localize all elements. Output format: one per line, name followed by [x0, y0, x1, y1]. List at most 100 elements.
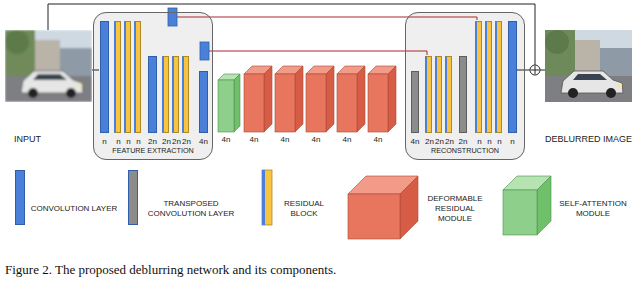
- channel-label: 4n: [281, 135, 290, 144]
- legend-label: RESIDUAL BLOCK: [276, 186, 332, 232]
- channel-label: n: [102, 137, 106, 146]
- channel-label: 2n: [162, 137, 171, 146]
- skip-line: [209, 51, 427, 55]
- residual-sample: [262, 170, 272, 225]
- residual-block: n: [475, 21, 482, 133]
- cube-front: [337, 74, 357, 132]
- deformable-residual-module: 4n: [306, 66, 334, 132]
- group-label: RECONSTRUCTION: [406, 146, 524, 156]
- figure-caption: Figure 2. The proposed deblurring networ…: [5, 262, 336, 278]
- plus-sign: [531, 66, 539, 74]
- residual-block: n: [124, 21, 131, 133]
- image-label: INPUT: [14, 134, 41, 145]
- cube-shape: [275, 66, 303, 132]
- legend-label: TRANSPOSED CONVOLUTION LAYER: [142, 186, 240, 232]
- residual-block: n: [495, 21, 502, 133]
- cube-shape: [218, 74, 240, 132]
- channel-label: 4n: [222, 135, 231, 144]
- channel-label: 4n: [411, 137, 420, 146]
- legend-label: SELF-ATTENTION MODULE: [557, 186, 629, 232]
- channel-label: 4n: [312, 135, 321, 144]
- residual-block: n: [485, 21, 492, 133]
- residual-block: 2n: [172, 56, 179, 133]
- cube-side: [400, 176, 418, 239]
- channel-label: 4n: [250, 135, 259, 144]
- channel-label: 2n: [148, 137, 157, 146]
- channel-label: n: [510, 137, 514, 146]
- legend-label: DEFORMABLE RESIDUAL MODULE: [421, 186, 489, 232]
- channel-label: 4n: [374, 135, 383, 144]
- cube-shape: [244, 66, 272, 132]
- cube-front: [306, 74, 326, 132]
- channel-label: 2n: [172, 137, 181, 146]
- convolution-layer: 2n: [148, 56, 157, 133]
- residual-block: 2n: [425, 56, 432, 133]
- convolution-layer: n: [508, 21, 517, 133]
- group-fill: [93, 12, 213, 160]
- skip-conv-block: [168, 8, 177, 26]
- cube-side: [295, 66, 303, 132]
- legend-swatch: [15, 170, 25, 225]
- residual-block: n: [114, 21, 121, 133]
- cube-side: [264, 66, 272, 132]
- legend-label: CONVOLUTION LAYER: [28, 186, 120, 232]
- transposed-convolution-layer: 2n: [459, 56, 467, 133]
- stage-group: RECONSTRUCTION4n2n2n2n2nnnnn: [405, 12, 525, 160]
- cube-front: [218, 80, 234, 132]
- channel-label: n: [126, 137, 130, 146]
- channel-label: 2n: [425, 137, 434, 146]
- cube-front: [368, 74, 388, 132]
- channel-label: n: [116, 137, 120, 146]
- channel-label: 2n: [459, 137, 468, 146]
- deformable-residual-module: 4n: [244, 66, 272, 132]
- output-line: [516, 70, 530, 71]
- cube-shape: [337, 66, 365, 132]
- deformable-residual-module: 4n: [337, 66, 365, 132]
- cube-side: [388, 66, 396, 132]
- cube-shape: [368, 66, 396, 132]
- sharp-scene: [545, 30, 632, 102]
- input-image: [5, 30, 92, 102]
- cube-side: [357, 66, 365, 132]
- cube-front: [348, 194, 400, 239]
- residual-block: 2n: [162, 56, 169, 133]
- legend-swatch: [128, 170, 138, 225]
- channel-label: 2n: [182, 137, 191, 146]
- channel-label: n: [497, 137, 501, 146]
- channel-label: 2n: [445, 137, 454, 146]
- cube-shape: [306, 66, 334, 132]
- skip-line: [177, 17, 477, 20]
- channel-label: 4n: [343, 135, 352, 144]
- convolution-layer: 4n: [199, 71, 208, 133]
- channel-label: 2n: [435, 137, 444, 146]
- transposed-convolution-layer: 4n: [411, 71, 419, 133]
- residual-block: 2n: [435, 56, 442, 133]
- output-line: [540, 70, 545, 71]
- residual-sample-edge: [262, 170, 265, 225]
- image-label: DEBLURRED IMAGE: [545, 134, 632, 145]
- self-attention-module: 4n: [218, 74, 240, 132]
- channel-label: n: [136, 137, 140, 146]
- cube-side: [326, 66, 334, 132]
- residual-block: n: [134, 21, 141, 133]
- channel-label: n: [487, 137, 491, 146]
- output-image: [545, 30, 632, 102]
- cube-front: [244, 74, 264, 132]
- stage-group: FEATURE EXTRACTIONnnnn2n2n2n2n4n: [93, 12, 213, 160]
- convolution-layer: n: [100, 21, 109, 133]
- group-label: FEATURE EXTRACTION: [94, 146, 212, 156]
- residual-block: 2n: [182, 56, 189, 133]
- cube-front: [503, 190, 537, 235]
- cube-side: [537, 176, 551, 235]
- cube-front: [275, 74, 295, 132]
- channel-label: n: [477, 137, 481, 146]
- residual-block: 2n: [445, 56, 452, 133]
- blurred-scene: [5, 30, 92, 102]
- channel-label: 4n: [199, 137, 208, 146]
- skip-conv-block: [200, 42, 209, 60]
- deformable-residual-module: 4n: [275, 66, 303, 132]
- group-fill: [405, 12, 525, 160]
- sum-circle: [530, 65, 540, 75]
